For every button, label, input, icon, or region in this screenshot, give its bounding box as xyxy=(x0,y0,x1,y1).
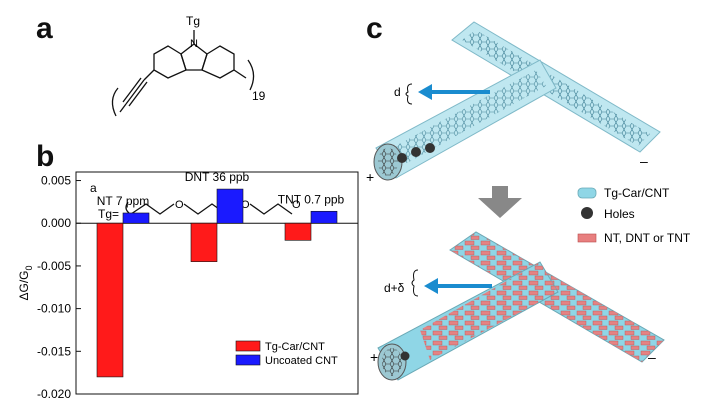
plot-frame xyxy=(75,171,359,395)
y-tick-label: -0.005 xyxy=(37,259,71,273)
y-tick-label: -0.015 xyxy=(37,344,71,358)
category-label: NT 7 ppm xyxy=(97,194,149,208)
y-axis-label: ΔG/G0 xyxy=(17,265,34,300)
panel-letter-a: a xyxy=(36,12,53,45)
bar-tg-car-cnt xyxy=(96,222,124,378)
category-label: DNT 36 ppb xyxy=(185,170,250,184)
bar-uncoated-cnt xyxy=(122,212,150,224)
bar-uncoated-cnt xyxy=(216,188,244,224)
chart-inner-label: a xyxy=(90,181,97,195)
legend-label-tg-car: Tg-Car/CNT xyxy=(265,341,325,353)
legend-swatch-uncoated xyxy=(235,354,261,366)
panel-letter-c: c xyxy=(366,12,383,45)
bar-tg-car-cnt xyxy=(284,222,312,241)
bar-tg-car-cnt xyxy=(190,222,218,262)
y-tick-label: 0.005 xyxy=(41,174,71,188)
y-tick-label: -0.010 xyxy=(37,302,71,316)
category-label: TNT 0.7 ppb xyxy=(278,192,345,206)
y-tick-label: 0.000 xyxy=(41,216,71,230)
chart-legend: Tg-Car/CNT Uncoated CNT xyxy=(235,340,338,367)
legend-swatch-tg-car xyxy=(235,340,261,352)
legend-label-uncoated: Uncoated CNT xyxy=(265,355,338,367)
panel-letter-b: b xyxy=(36,140,55,173)
y-tick-label: -0.020 xyxy=(37,387,71,401)
bar-uncoated-cnt xyxy=(310,210,338,224)
